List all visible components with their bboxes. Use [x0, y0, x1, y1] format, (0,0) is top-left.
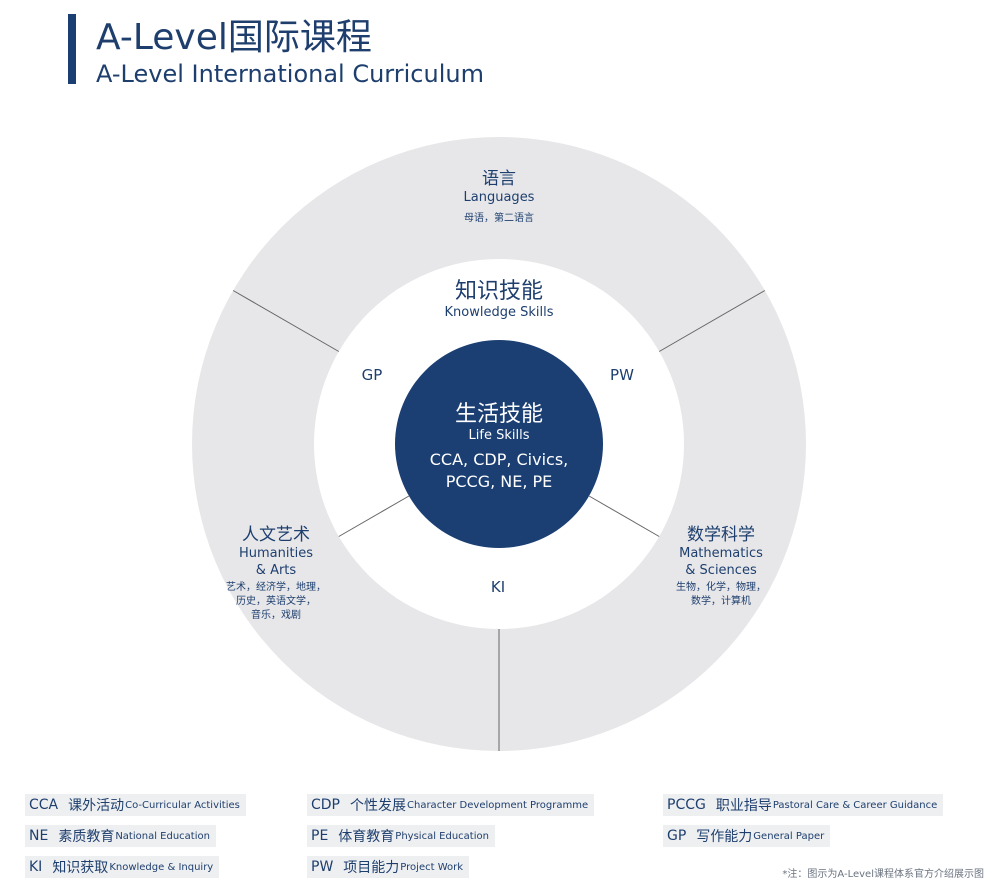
segment-humanities-subjects-1: 艺术，经济学，地理，	[226, 582, 326, 593]
segment-math-subjects-2: 数学，计算机	[691, 596, 751, 607]
legend-en: National Education	[115, 830, 210, 842]
segment-humanities-subjects-2: 历史，英语文学，	[236, 596, 316, 607]
legend-cn: 项目能力	[343, 860, 400, 876]
footnote: *注：图示为A-Level课程体系官方介绍展示图	[782, 869, 984, 880]
life-skills-cn: 生活技能	[454, 402, 543, 427]
segment-humanities-subjects-3: 音乐，戏剧	[251, 610, 301, 621]
legend-item-ki: KI 知识获取 Knowledge & Inquiry	[25, 856, 220, 878]
segment-languages-subjects: 母语，第二语言	[464, 213, 534, 224]
page-title-cn: A-Level国际课程	[96, 17, 372, 58]
legend-abbr: CDP	[311, 797, 340, 813]
legend-en: Project Work	[400, 861, 464, 873]
legend-en: Knowledge & Inquiry	[109, 861, 214, 873]
legend-cn: 知识获取	[52, 860, 109, 876]
header-accent-bar	[68, 14, 76, 84]
legend-en: General Paper	[753, 830, 825, 842]
life-skills-en: Life Skills	[468, 428, 530, 443]
knowledge-item-pw: PW	[610, 366, 634, 384]
legend-item-pccg: PCCG 职业指导 Pastoral Care & Career Guidanc…	[663, 794, 944, 816]
knowledge-skills: 知识技能 Knowledge Skills	[424, 273, 574, 320]
legend-en: Character Development Programme	[407, 799, 589, 811]
segment-math-en-2: & Sciences	[685, 563, 757, 578]
legend-abbr: PE	[311, 828, 329, 844]
legend-item-ne: NE 素质教育 National Education	[25, 825, 216, 847]
legend-abbr: KI	[29, 859, 43, 875]
legend-en: Co-Curricular Activities	[125, 799, 240, 811]
legend-abbr: GP	[667, 828, 687, 844]
segment-humanities-en-1: Humanities	[239, 546, 313, 561]
legend-abbr: PCCG	[667, 797, 706, 813]
knowledge-item-gp: GP	[361, 366, 383, 384]
knowledge-skills-en: Knowledge Skills	[444, 305, 554, 320]
segment-humanities-cn: 人文艺术	[242, 525, 310, 545]
segment-math-cn: 数学科学	[687, 525, 755, 545]
legend-cn: 写作能力	[696, 829, 753, 845]
life-skills-list-2: PCCG, NE, PE	[445, 472, 553, 491]
segment-humanities-en-2: & Arts	[255, 563, 297, 578]
page-title-en: A-Level International Curriculum	[96, 60, 484, 88]
legend-cn: 素质教育	[58, 829, 115, 845]
legend-cn: 个性发展	[350, 798, 406, 814]
segment-humanities: 人文艺术 Humanities & Arts 艺术，经济学，地理， 历史，英语文…	[216, 520, 336, 623]
legend-abbr: NE	[29, 828, 49, 844]
life-skills: 生活技能 Life Skills CCA, CDP, Civics, PCCG,…	[419, 396, 579, 493]
legend-item-pw: PW 项目能力 Project Work	[307, 856, 470, 878]
knowledge-skills-cn: 知识技能	[454, 279, 543, 304]
legend-item-cdp: CDP 个性发展 Character Development Programme	[307, 794, 595, 816]
segment-languages-en: Languages	[463, 190, 535, 205]
legend-en: Physical Education	[395, 830, 489, 842]
legend-item-cca: CCA 课外活动 Co-Curricular Activities	[25, 794, 246, 816]
knowledge-item-ki: KI	[490, 578, 506, 596]
legend-cn: 职业指导	[715, 798, 772, 814]
segment-math-subjects-1: 生物，化学，物理，	[676, 582, 766, 593]
legend-abbr: PW	[311, 859, 334, 875]
segment-languages: 语言 Languages 母语，第二语言	[449, 164, 549, 226]
legend-abbr: CCA	[29, 797, 59, 813]
segment-math-sciences: 数学科学 Mathematics & Sciences 生物，化学，物理， 数学…	[661, 520, 781, 609]
legend-en: Pastoral Care & Career Guidance	[772, 799, 938, 811]
life-skills-list-1: CCA, CDP, Civics,	[429, 450, 569, 469]
legend-item-gp: GP 写作能力 General Paper	[663, 825, 831, 847]
segment-languages-cn: 语言	[482, 169, 516, 189]
inner-divider-lower-left	[338, 495, 410, 537]
core-circle	[395, 340, 603, 548]
inner-divider-lower-right	[588, 495, 660, 537]
segment-math-en-1: Mathematics	[679, 546, 763, 561]
legend-cn: 体育教育	[338, 829, 395, 845]
ring-divider-upper-right	[658, 290, 766, 352]
legend-cn: 课外活动	[68, 798, 125, 814]
ring-divider-upper-left	[232, 290, 340, 352]
legend-item-pe: PE 体育教育 Physical Education	[307, 825, 495, 847]
